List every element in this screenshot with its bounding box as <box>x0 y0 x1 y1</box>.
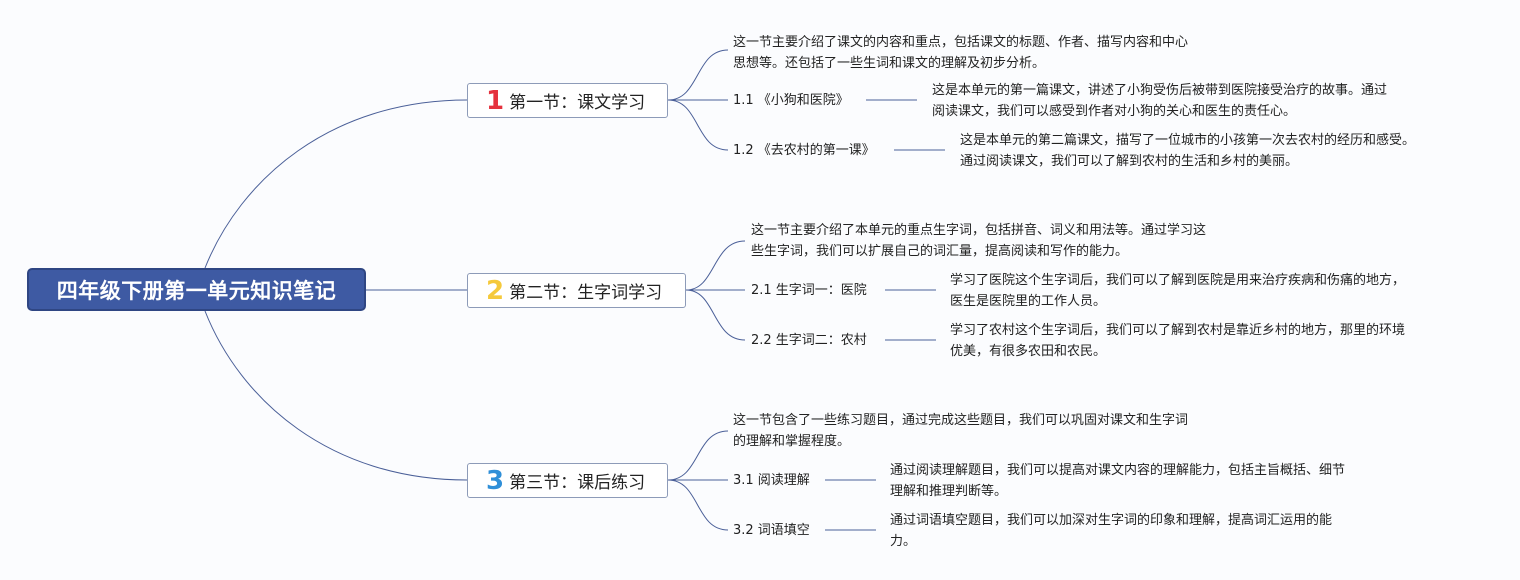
topic-title: 第一节：课文学习 <box>509 93 646 113</box>
item-2-2-label[interactable]: 2.2 生字词二：农村 <box>751 333 867 348</box>
item-1-1-label[interactable]: 1.1 《小狗和医院》 <box>733 93 849 108</box>
item-3-2-label[interactable]: 3.2 词语填空 <box>733 523 810 538</box>
topic-section-2[interactable]: 2 第二节：生字词学习 <box>467 273 686 308</box>
topic-title: 第三节：课后练习 <box>509 473 646 493</box>
link-root-s3 <box>204 310 468 481</box>
item-1-2-desc: 这是本单元的第二篇课文，描写了一位城市的小孩第一次去农村的经历和感受。 通过阅读… <box>960 133 1416 169</box>
link-s1-summary <box>667 49 729 101</box>
section-3-summary: 这一节包含了一些练习题目，通过完成这些题目，我们可以巩固对课文和生字词 的理解和… <box>733 413 1189 449</box>
topic-title: 第二节：生字词学习 <box>509 283 663 303</box>
section-2-summary: 这一节主要介绍了本单元的重点生字词，包括拼音、词义和用法等。通过学习这 些生字词… <box>751 223 1207 259</box>
item-3-2-desc: 通过词语填空题目，我们可以加深对生字词的印象和理解，提高词汇运用的能 力。 <box>890 513 1333 549</box>
item-1-1-desc: 这是本单元的第一篇课文，讲述了小狗受伤后被带到医院接受治疗的故事。通过 阅读课文… <box>932 83 1388 119</box>
root-title: 四年级下册第一单元知识笔记 <box>56 278 337 303</box>
item-2-1-desc: 学习了医院这个生字词后，我们可以了解到医院是用来治疗疾病和伤痛的地方， 医生是医… <box>950 273 1406 309</box>
topic-section-3[interactable]: 3 第三节：课后练习 <box>467 463 668 498</box>
item-3-1-desc: 通过阅读理解题目，我们可以提高对课文内容的理解能力，包括主旨概括、细节 理解和推… <box>890 463 1346 499</box>
link-s3-summary <box>667 430 729 481</box>
section-1-summary: 这一节主要介绍了课文的内容和重点，包括课文的标题、作者、描写内容和中心 思想等。… <box>733 35 1189 71</box>
link-root-s1 <box>204 99 468 269</box>
number-3-icon: 3 <box>486 465 505 496</box>
link-s1-i2 <box>667 99 729 151</box>
number-2-icon: 2 <box>486 275 505 306</box>
root-node[interactable]: 四年级下册第一单元知识笔记 <box>27 268 366 311</box>
item-2-1-label[interactable]: 2.1 生字词一：医院 <box>751 283 867 298</box>
link-s3-i2 <box>667 479 729 531</box>
link-s2-i2 <box>685 289 746 341</box>
item-3-1-label[interactable]: 3.1 阅读理解 <box>733 473 810 488</box>
item-2-2-desc: 学习了农村这个生字词后，我们可以了解到农村是靠近乡村的地方，那里的环境 优美，有… <box>950 323 1406 359</box>
item-1-2-label[interactable]: 1.2 《去农村的第一课》 <box>733 143 875 158</box>
topic-section-1[interactable]: 1 第一节：课文学习 <box>467 83 668 118</box>
link-s2-summary <box>685 240 746 291</box>
number-1-icon: 1 <box>486 85 505 116</box>
